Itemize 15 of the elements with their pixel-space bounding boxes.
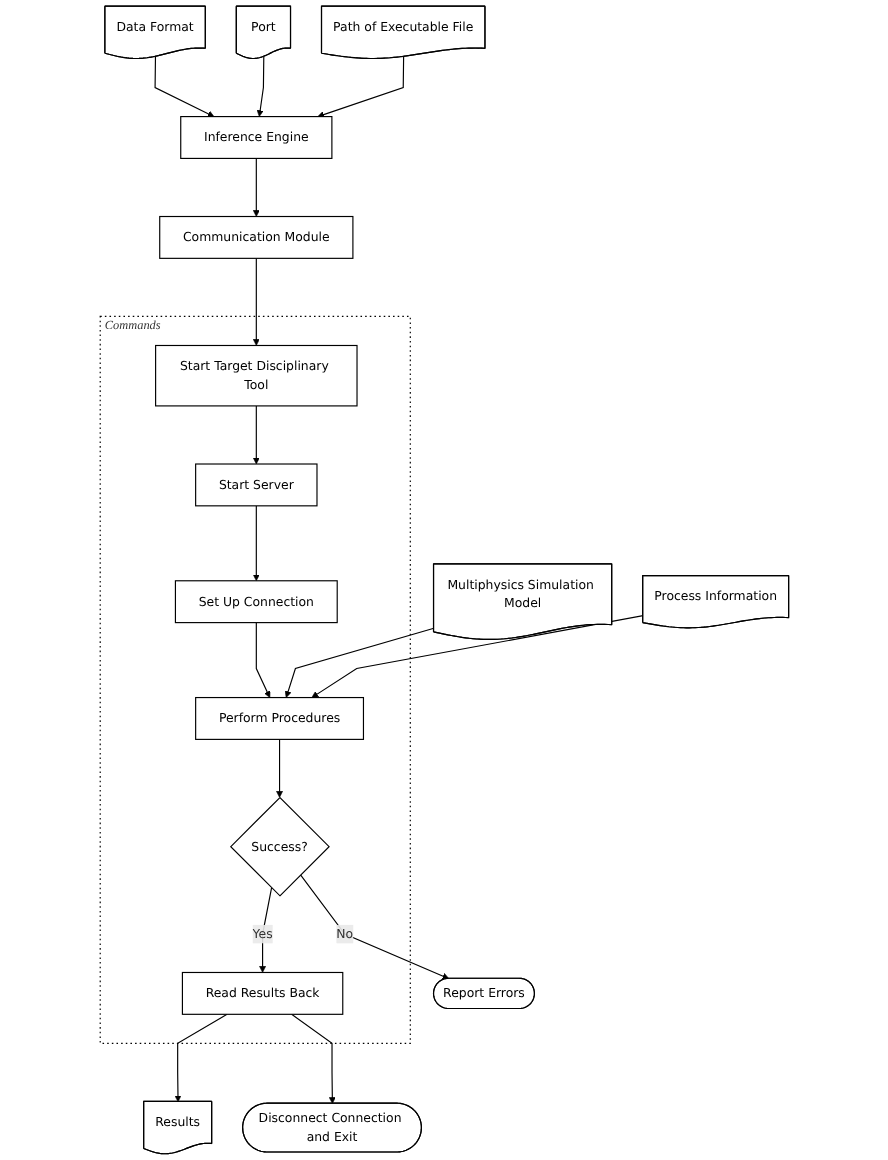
arrow bbox=[290, 1013, 336, 1104]
arrow bbox=[154, 56, 214, 117]
arrow bbox=[284, 627, 435, 698]
arrow bbox=[256, 56, 264, 117]
arrow bbox=[252, 405, 260, 465]
arrow bbox=[275, 738, 283, 798]
arrow bbox=[299, 874, 449, 980]
arrow bbox=[311, 615, 644, 698]
arrow bbox=[252, 157, 260, 217]
arrow bbox=[255, 622, 270, 698]
arrow bbox=[258, 887, 272, 973]
arrow bbox=[174, 1013, 228, 1103]
arrow bbox=[252, 505, 260, 582]
arrow bbox=[317, 56, 404, 118]
arrow bbox=[252, 257, 260, 346]
